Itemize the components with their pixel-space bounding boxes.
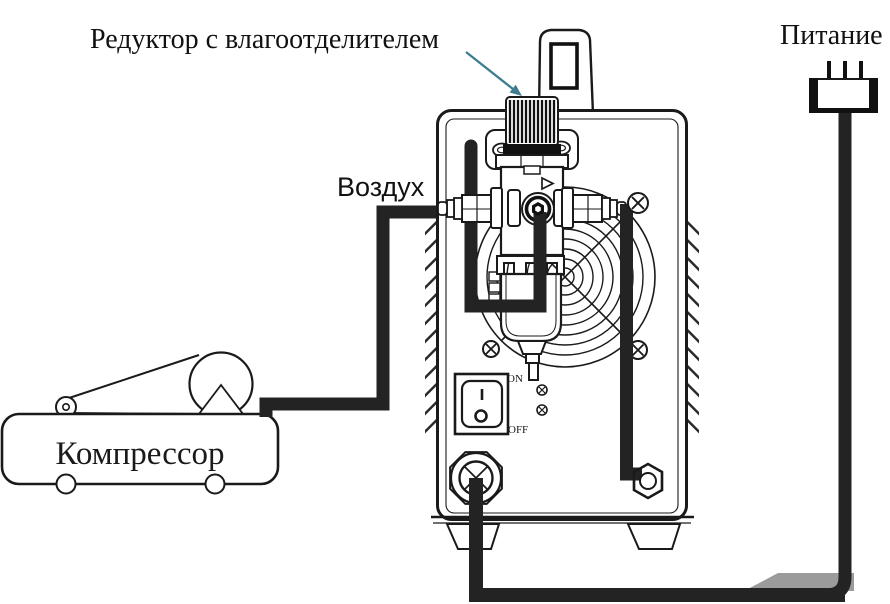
handle-cutout xyxy=(549,42,579,90)
reducer-pointer-arrow xyxy=(465,51,522,96)
plug-pin xyxy=(827,61,831,80)
fitting-plate-left xyxy=(490,187,503,229)
power-plug xyxy=(809,61,878,113)
fitting-ring xyxy=(601,197,611,220)
plug-side-right xyxy=(869,78,878,113)
panel-screw xyxy=(536,404,548,416)
plug-side-left xyxy=(809,78,818,113)
plug-pin xyxy=(843,61,847,80)
switch-o-mark xyxy=(474,409,488,423)
switch-on-label: ON xyxy=(507,373,523,385)
drain-body xyxy=(525,353,540,364)
plug-pin xyxy=(859,61,863,80)
body-side-tab-left xyxy=(507,189,521,227)
air-outlet-fitting xyxy=(561,187,627,229)
switch-rocker xyxy=(460,379,504,429)
machine-case-inner-line xyxy=(445,118,679,514)
center-port-hex-hole xyxy=(535,205,541,213)
knob-dark-band xyxy=(503,144,561,155)
internal-air-hose xyxy=(464,146,547,313)
plug-body xyxy=(810,78,878,113)
belt-line-top xyxy=(62,354,200,401)
internal-hose-end-cap xyxy=(464,139,478,153)
air-hose xyxy=(259,205,443,417)
fitting-ring xyxy=(446,199,455,218)
drain-flange xyxy=(516,340,548,355)
power-switch: ON OFF xyxy=(453,372,548,436)
compressor-wheel-left xyxy=(55,473,77,495)
panel-screw xyxy=(536,384,548,396)
regulator-knob-ribs xyxy=(508,100,556,143)
drain-stem xyxy=(528,362,539,381)
compressor: Компрессор xyxy=(0,351,280,495)
body-tab xyxy=(523,165,541,175)
compressor-label: Компрессор xyxy=(55,436,224,472)
air-inlet-fitting xyxy=(437,187,503,229)
flow-direction-triangle xyxy=(541,176,555,191)
plug-bottom-bar xyxy=(811,108,877,113)
power-label: Питание xyxy=(780,20,883,51)
compressor-tank xyxy=(0,412,280,486)
cable-shadow xyxy=(744,573,854,591)
fitting-ring xyxy=(453,197,463,220)
filter-bracket-step xyxy=(488,282,501,293)
fitting-nipple-tip xyxy=(437,201,448,216)
ground-hose-hex-outline xyxy=(632,462,664,500)
fan-screw-bottom-left xyxy=(482,340,500,358)
hex-fitting-bore xyxy=(639,472,657,490)
filter-bowl-inner-line xyxy=(505,274,557,337)
small-pulley-hub xyxy=(61,402,70,411)
switch-off-label: OFF xyxy=(508,424,528,436)
regulator-to-panel-hose xyxy=(620,204,642,481)
machine: ON OFF xyxy=(425,28,699,550)
foot-right xyxy=(626,523,682,550)
torch-cable xyxy=(469,478,845,602)
reducer-label: Редуктор с влагоотделителем xyxy=(90,24,439,55)
fitting-plate-right xyxy=(561,187,574,229)
fitting-ring xyxy=(609,199,618,218)
fan-screw-top-right xyxy=(627,192,649,214)
fan-screw-bottom-right xyxy=(628,340,648,360)
air-label: Воздух xyxy=(337,172,425,202)
power-cable xyxy=(825,113,852,602)
compressor-wheel-right xyxy=(204,473,226,495)
carry-handle xyxy=(537,28,595,116)
